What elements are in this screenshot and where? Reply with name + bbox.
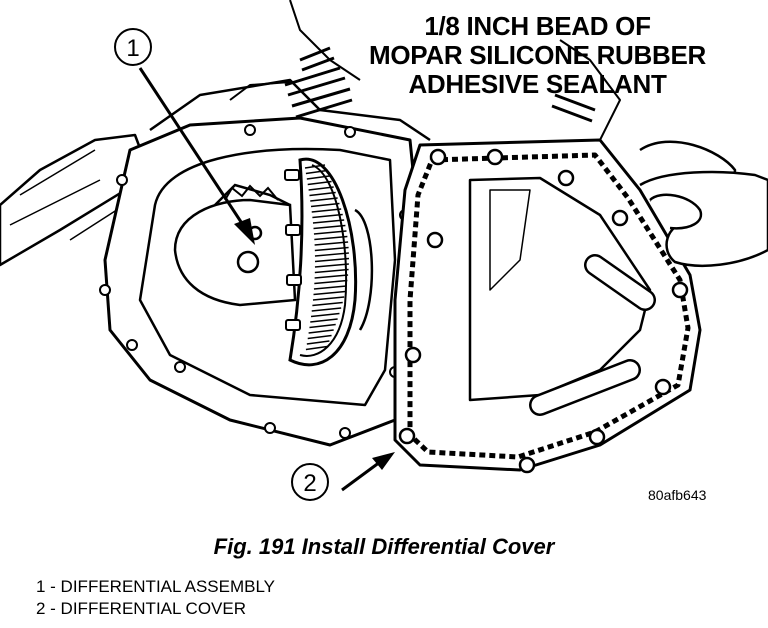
ring-gear-teeth — [304, 164, 350, 351]
gear-tooth — [308, 186, 334, 191]
gear-tooth — [305, 345, 328, 351]
gear-tooth — [312, 213, 343, 219]
gear-tooth — [312, 301, 343, 307]
gear-tooth — [314, 235, 348, 241]
gear-tooth — [313, 285, 347, 290]
gear-tooth — [309, 191, 336, 197]
gear-tooth — [309, 323, 336, 329]
gear-tooth — [310, 318, 338, 323]
hand — [639, 170, 768, 268]
ring-gear-bolts — [284, 169, 302, 331]
gear-tooth — [306, 340, 330, 345]
image-id: 80afb643 — [648, 487, 707, 503]
gear-tooth — [314, 252, 349, 257]
gear-tooth — [313, 224, 346, 230]
gear-tooth — [307, 180, 332, 186]
figure-caption: Fig. 191 Install Differential Cover — [213, 534, 555, 559]
gear-tooth — [305, 169, 328, 175]
differential-cover-illustration: 1 2 — [0, 0, 768, 501]
callout-2-arrowhead — [372, 452, 395, 470]
gear-tooth — [314, 257, 350, 263]
differential-assembly — [173, 183, 297, 307]
cover-bolts — [398, 148, 689, 474]
gear-tooth — [313, 230, 347, 235]
gear-tooth — [310, 197, 338, 202]
gear-tooth — [311, 208, 342, 213]
callout-2: 2 — [291, 452, 395, 501]
illustration-svg: 1 2 — [0, 0, 768, 501]
gear-tooth — [310, 312, 340, 318]
sealant-title-line-1: 1/8 INCH BEAD OF — [424, 11, 651, 41]
gear-tooth — [308, 329, 334, 334]
gear-tooth — [312, 219, 345, 224]
callout-1-leader — [138, 67, 247, 229]
gear-tooth — [312, 296, 345, 301]
gear-tooth — [314, 246, 349, 252]
gear-tooth — [307, 334, 332, 340]
gear-tooth — [310, 202, 340, 208]
legend-item-2: 2 - DIFFERENTIAL COVER — [36, 599, 247, 618]
gear-tooth — [311, 307, 342, 312]
sealant-callout-title: 1/8 INCH BEAD OF MOPAR SILICONE RUBBER A… — [345, 12, 730, 99]
legend: 1 - DIFFERENTIAL ASSEMBLY 2 - DIFFERENTI… — [36, 576, 275, 620]
callout-2-number: 2 — [303, 470, 316, 497]
gear-tooth — [314, 241, 349, 246]
gear-tooth — [304, 164, 326, 169]
gear-tooth — [314, 263, 349, 268]
callout-2-leader — [341, 460, 381, 492]
gear-tooth — [314, 268, 349, 274]
callout-1-arrowhead — [234, 218, 255, 245]
callout-1-number: 1 — [126, 35, 139, 62]
sealant-title-line-3: ADHESIVE SEALANT — [408, 69, 667, 99]
gear-tooth — [314, 279, 348, 285]
callout-1: 1 — [114, 28, 255, 245]
gear-tooth — [313, 290, 346, 296]
housing-ribs — [284, 46, 596, 123]
gear-tooth — [314, 274, 349, 279]
carrier-bearing-cap — [354, 208, 374, 331]
legend-item-1: 1 - DIFFERENTIAL ASSEMBLY — [36, 577, 276, 596]
sealant-title-line-2: MOPAR SILICONE RUBBER — [368, 40, 706, 70]
gear-tooth — [306, 175, 330, 180]
